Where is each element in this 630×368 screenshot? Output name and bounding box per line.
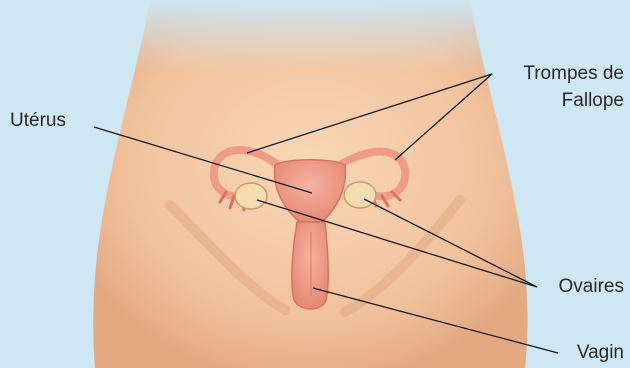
fallopian-tubes-label-line2: Fallope	[562, 90, 624, 112]
uterus-label: Utérus	[10, 110, 66, 132]
fallopian-tubes-label-line1: Trompes de	[523, 63, 624, 85]
top-fade	[0, 0, 630, 70]
left-ovary	[235, 183, 267, 209]
vagina-label: Vagin	[577, 342, 624, 364]
vagina	[292, 222, 328, 309]
ovaries-label: Ovaires	[559, 276, 624, 298]
right-ovary	[344, 182, 376, 208]
